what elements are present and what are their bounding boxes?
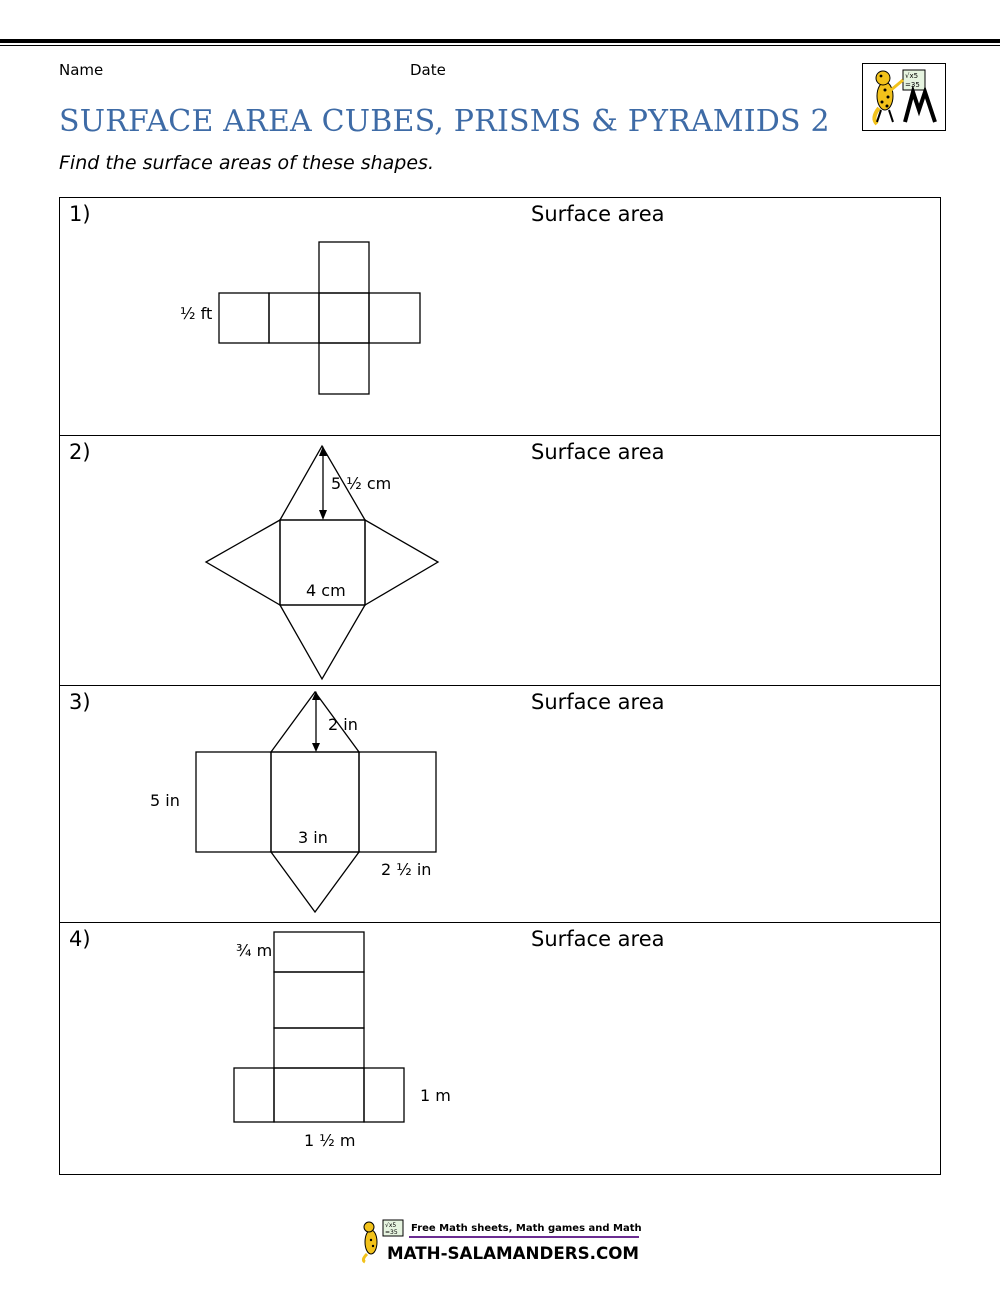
slant-height-label: 5 ½ cm [331,474,391,493]
surface-area-label: Surface area [531,690,665,714]
page-title: SURFACE AREA CUBES, PRISMS & PYRAMIDS 2 [59,104,830,139]
base-length-label: 4 cm [306,581,346,600]
logo-board-line-2: =35 [905,81,920,89]
question-4: 4) Surface area ¾ m 1 m 1 ½ m [60,922,940,1175]
logo-board-line-1: √x5 [905,72,918,80]
rectangular-prism-net-diagram: ¾ m 1 m 1 ½ m [233,931,451,1150]
question-1: 1) Surface area ½ ft [60,198,940,435]
height-label: 1 m [420,1086,451,1105]
question-number: 3) [69,690,91,714]
surface-area-label: Surface area [531,927,665,951]
side-width-label: 2 ½ in [381,860,431,879]
prism-length-label: 5 in [150,791,180,810]
surface-area-label: Surface area [531,202,665,226]
question-number: 1) [69,202,91,226]
base-width-label: 3 in [298,828,328,847]
question-2: 2) Surface area 5 ½ cm 4 cm [60,435,940,686]
depth-label: ¾ m [236,941,272,960]
surface-area-label: Surface area [531,440,665,464]
footer-site-name: MATH-SALAMANDERS.COM [387,1244,639,1264]
date-label: Date [410,61,446,79]
square-pyramid-net-diagram: 5 ½ cm 4 cm [204,444,440,681]
worksheet-grid: 1) Surface area ½ ft 2) Surface area [59,197,941,1175]
instructions: Find the surface areas of these shapes. [59,152,434,174]
triangle-height-label: 2 in [328,715,358,734]
length-label: 1 ½ m [304,1131,355,1150]
name-label: Name [59,61,104,79]
cube-net-diagram: ½ ft [180,241,421,395]
footer-salamander-logo: √x5 =35 Free Math sheets, Math games and… [361,1219,670,1264]
question-number: 2) [69,440,91,464]
footer-board-line-1: √x5 [385,1222,396,1229]
footer-tagline: Free Math sheets, Math games and Math he… [411,1223,643,1234]
site-logo: √x5 =35 [862,63,946,131]
question-3: 3) Surface area 2 in 5 in 3 in 2 ½ in [60,685,940,923]
question-number: 4) [69,927,91,951]
footer-board-line-2: =35 [385,1229,398,1236]
salamander-teacher-icon: √x5 =35 [872,69,937,126]
top-rule [0,39,1000,43]
side-length-label: ½ ft [180,304,212,323]
triangular-prism-net-diagram: 2 in 5 in 3 in 2 ½ in [150,690,437,914]
top-rule-thin [0,45,1000,46]
footer-logo[interactable]: √x5 =35 Free Math sheets, Math games and… [357,1216,670,1264]
